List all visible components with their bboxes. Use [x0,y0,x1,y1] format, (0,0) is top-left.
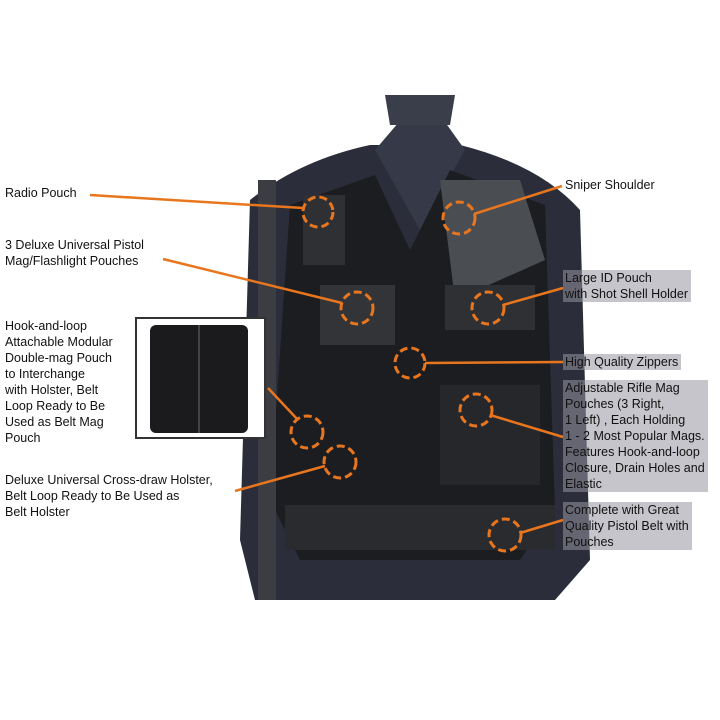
label-sniper-shoulder: Sniper Shoulder [565,178,655,192]
collar [375,115,465,230]
label-id-pouch: Large ID Pouch with Shot Shell Holder [563,270,691,302]
circle-rifle-mag [458,392,494,428]
leader-id [502,286,564,307]
circle-radio [301,195,335,229]
label-pistol-mag-pouches: 3 Deluxe Universal Pistol Mag/Flashlight… [5,238,144,268]
sniper-shoulder-pad [440,180,545,300]
leader-pistol-mag [162,257,343,305]
circle-pistol-mag [339,290,375,326]
leader-radio [89,193,304,210]
leader-zippers [424,360,564,365]
mag-pouches-shape [320,285,395,345]
leader-holster [234,464,326,493]
circle-id [470,290,506,326]
circle-belt [487,517,523,553]
label-zippers: High Quality Zippers [563,354,682,370]
label-double-mag-pouch: Hook-and-loop Attachable Modular Double-… [5,319,113,445]
circle-holster [322,444,358,480]
circle-zippers [393,346,427,380]
circle-double-mag [289,414,325,450]
leader-sniper [473,184,563,216]
label-pistol-belt: Complete with Great Quality Pistol Belt … [563,502,692,550]
label-cross-draw-holster: Deluxe Universal Cross-draw Holster, Bel… [5,473,213,519]
leader-belt [519,518,564,535]
label-rifle-mag-pouches: Adjustable Rifle Mag Pouches (3 Right, 1… [563,380,708,492]
neck [385,95,455,125]
belt-shape [285,505,555,550]
leader-lines [89,184,564,535]
leader-rifle-mag [489,413,564,439]
circle-sniper [441,200,477,236]
label-radio-pouch: Radio Pouch [5,186,77,200]
radio-pouch-shape [303,195,345,265]
leader-double-mag [267,387,299,421]
highlight-circles [289,195,523,553]
